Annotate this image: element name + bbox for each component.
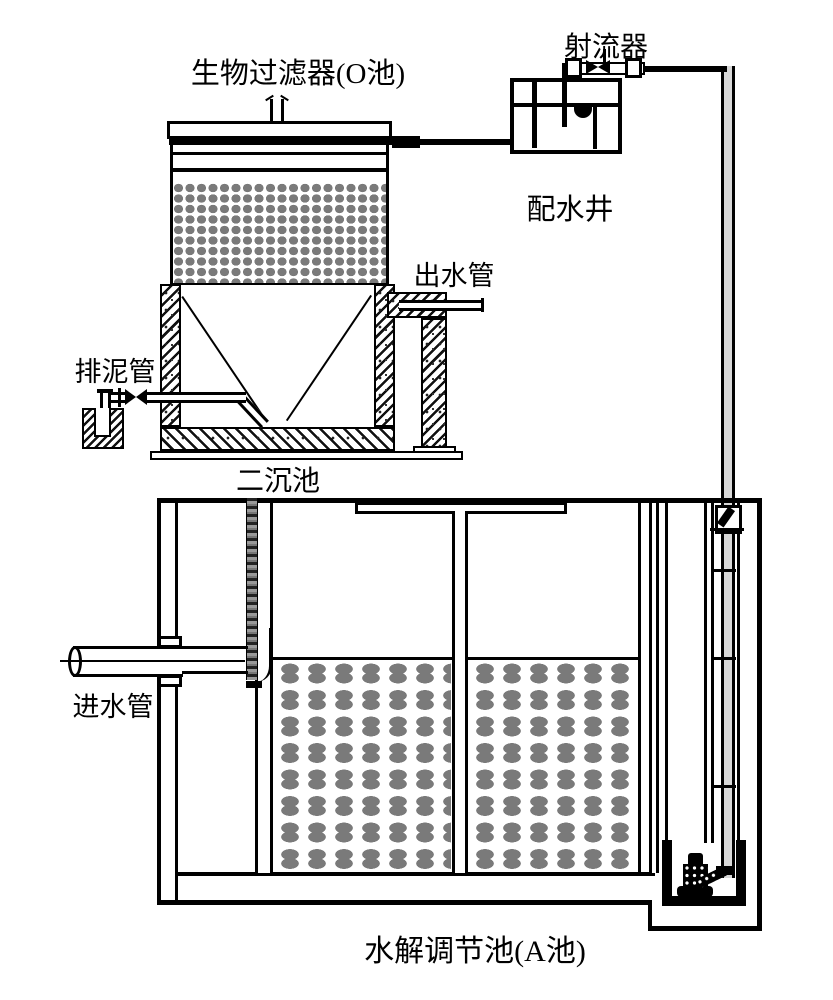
sludge-valve bbox=[125, 389, 136, 405]
inlet-channel-line bbox=[182, 671, 248, 674]
media-support-line bbox=[273, 657, 455, 660]
riser-pipe bbox=[721, 66, 735, 878]
bio-filter-tray-line bbox=[170, 168, 389, 172]
sludge-pipe-main bbox=[147, 392, 246, 403]
effluent-column bbox=[421, 318, 447, 448]
channel-wall bbox=[649, 503, 659, 873]
sludge-valve bbox=[136, 389, 147, 405]
tank-inner-floor bbox=[178, 872, 655, 876]
sludge-pipe-label: 排泥管 bbox=[74, 357, 156, 387]
bio-filter-vent-pipe bbox=[281, 99, 284, 123]
distribution-well-label: 配水井 bbox=[526, 194, 614, 226]
pipe-segment bbox=[390, 139, 512, 145]
pipe-union-tick bbox=[714, 569, 736, 572]
bio-filter-media-bed bbox=[173, 183, 386, 283]
bio-filter-lid bbox=[167, 121, 392, 139]
pipe-elbow-cap bbox=[97, 389, 113, 393]
sludge-pit-slot bbox=[94, 408, 111, 437]
tank-right-wall bbox=[757, 498, 762, 931]
inlet-flange bbox=[158, 675, 182, 687]
clarifier-hopper-right bbox=[285, 294, 372, 422]
sump-guide-line bbox=[665, 503, 668, 843]
pump-motor bbox=[688, 853, 703, 867]
drop-pipe-curve bbox=[256, 628, 272, 682]
clarifier-label: 二沉池 bbox=[235, 466, 320, 497]
pipe-union-tick bbox=[714, 657, 736, 660]
inlet-pipe-label: 进水管 bbox=[72, 692, 154, 722]
inlet-channel-line bbox=[182, 646, 248, 649]
tank-left-wall bbox=[157, 498, 178, 905]
clarifier-hopper-left bbox=[181, 296, 268, 423]
pump-discharge-fitting bbox=[716, 866, 734, 875]
sump-wall-right bbox=[736, 840, 746, 903]
center-divider-wall bbox=[452, 511, 468, 873]
sludge-pipe-drop bbox=[100, 393, 111, 420]
tank-step-bottom bbox=[648, 926, 762, 931]
media-bed-right bbox=[472, 661, 637, 872]
baffle-wall bbox=[255, 503, 273, 873]
bio-filter-label: 生物过滤器(O池) bbox=[190, 58, 406, 90]
outlet-pipe-label: 出水管 bbox=[413, 261, 495, 291]
well-divider bbox=[532, 80, 537, 148]
pipe-union-tick bbox=[714, 785, 736, 788]
outlet-pipe-cap bbox=[481, 298, 484, 312]
bio-filter-water-band bbox=[169, 138, 390, 145]
pipe-connector bbox=[392, 136, 420, 148]
sludge-pipe-left bbox=[100, 392, 125, 403]
drop-pipe-outlet bbox=[246, 681, 262, 688]
inlet-axis-line bbox=[60, 660, 245, 662]
media-bed-left bbox=[277, 661, 451, 872]
tank-top-edge bbox=[157, 498, 762, 503]
clarifier-left-wall bbox=[160, 284, 181, 427]
bio-filter-vent-pipe bbox=[270, 99, 273, 123]
well-inner-wall bbox=[593, 107, 597, 149]
jet-flange-right bbox=[625, 58, 642, 78]
clarifier-floor bbox=[160, 427, 395, 451]
jet-venturi-left bbox=[586, 60, 598, 74]
well-weir-flow bbox=[574, 107, 592, 118]
pipe-flange-tick bbox=[118, 388, 121, 407]
pipe-segment bbox=[641, 66, 727, 72]
jet-suction-tick bbox=[603, 49, 606, 63]
jet-venturi-right bbox=[598, 60, 610, 74]
riser-valve-tick bbox=[710, 528, 744, 531]
sump-wall-left bbox=[662, 840, 672, 903]
well-drop-pipe bbox=[562, 63, 567, 127]
hydrolysis-tank-label: 水解调节池(A池) bbox=[364, 935, 586, 968]
clarifier-right-wall bbox=[374, 284, 395, 427]
clarifier-base-plate bbox=[150, 451, 463, 460]
jet-flange-left bbox=[565, 58, 582, 78]
inlet-flange bbox=[158, 636, 182, 648]
pipe-channel-line bbox=[737, 503, 740, 873]
sump-bottom bbox=[662, 896, 746, 906]
bio-filter-tray-line bbox=[170, 152, 389, 155]
outlet-pipe bbox=[399, 300, 484, 311]
clarifier-drop-pipe bbox=[246, 498, 258, 680]
channel-wall bbox=[704, 503, 714, 843]
media-frame-line bbox=[638, 503, 641, 873]
pump-base bbox=[677, 886, 713, 897]
tank-step-edge bbox=[648, 900, 652, 931]
media-support-line bbox=[468, 657, 640, 660]
tank-bottom-edge bbox=[157, 900, 651, 905]
